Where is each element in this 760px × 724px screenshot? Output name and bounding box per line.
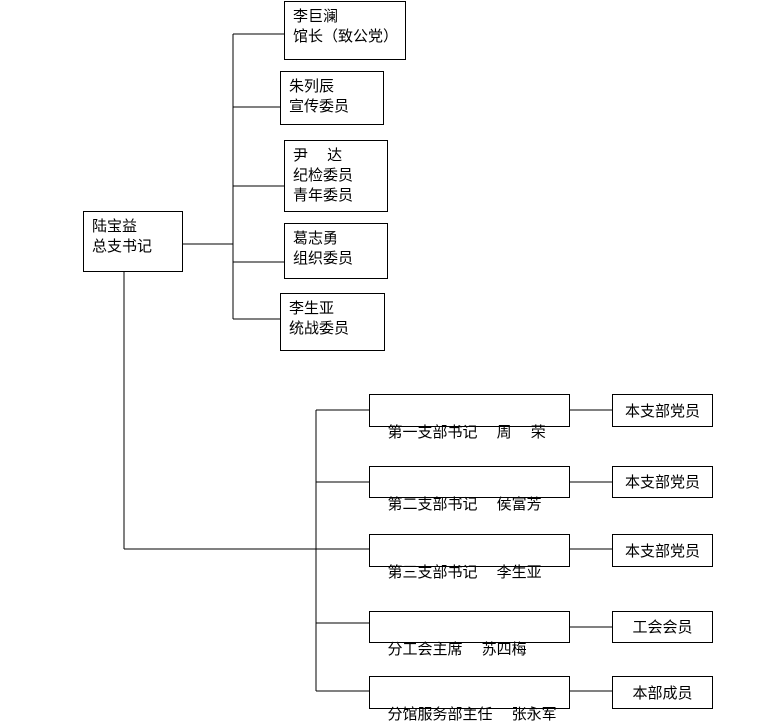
committee-4-role: 组织委员 <box>293 249 354 267</box>
committee-node-1: 李巨澜 馆长（致公党） <box>284 1 406 60</box>
committee-2-name: 朱列辰 <box>289 77 335 95</box>
members-node-3: 本支部党员 <box>612 534 713 567</box>
members-node-1: 本支部党员 <box>612 394 713 427</box>
members-node-2: 本支部党员 <box>612 466 713 498</box>
members-2-label: 本支部党员 <box>624 473 700 491</box>
root-name: 陆宝益 <box>92 217 138 235</box>
root-title: 总支书记 <box>92 237 153 255</box>
committee-5-role: 统战委员 <box>289 319 350 337</box>
committee-node-2: 朱列辰 宣传委员 <box>280 71 384 125</box>
branch-node-1: 第一支部书记 周 荣 <box>369 394 570 441</box>
branch-node-2: 第二支部书记 侯富芳 <box>369 466 570 513</box>
branch-1-label: 第一支部书记 周 荣 <box>387 423 546 441</box>
committee-3-role-2: 青年委员 <box>293 186 354 204</box>
committee-4-name: 葛志勇 <box>293 229 339 247</box>
branch-node-3: 第三支部书记 李生亚 <box>369 534 570 581</box>
members-3-label: 本支部党员 <box>624 541 700 560</box>
committee-1-role: 馆长（致公党） <box>293 27 399 45</box>
members-node-4: 工会会员 <box>612 611 713 643</box>
committee-node-4: 葛志勇 组织委员 <box>284 223 388 279</box>
committee-node-3: 尹 达 纪检委员 青年委员 <box>284 140 388 212</box>
members-5-label: 本部成员 <box>632 683 693 702</box>
members-1-label: 本支部党员 <box>624 401 700 420</box>
committee-3-role-1: 纪检委员 <box>293 166 354 184</box>
branch-2-label: 第二支部书记 侯富芳 <box>387 495 542 513</box>
members-4-label: 工会会员 <box>632 618 693 636</box>
branch-4-label: 分工会主席 苏四梅 <box>387 640 527 658</box>
committee-3-name: 尹 达 <box>293 146 343 164</box>
committee-1-name: 李巨澜 <box>293 7 339 25</box>
committee-2-role: 宣传委员 <box>289 97 350 115</box>
committee-5-name: 李生亚 <box>289 299 335 317</box>
members-node-5: 本部成员 <box>612 676 713 709</box>
branch-node-4: 分工会主席 苏四梅 <box>369 611 570 658</box>
branch-3-label: 第三支部书记 李生亚 <box>387 563 542 581</box>
committee-node-5: 李生亚 统战委员 <box>280 293 385 351</box>
branch-node-5: 分馆服务部主任 张永军 <box>369 676 570 723</box>
root-node: 陆宝益 总支书记 <box>83 211 183 272</box>
branch-5-label: 分馆服务部主任 张永军 <box>387 705 557 723</box>
